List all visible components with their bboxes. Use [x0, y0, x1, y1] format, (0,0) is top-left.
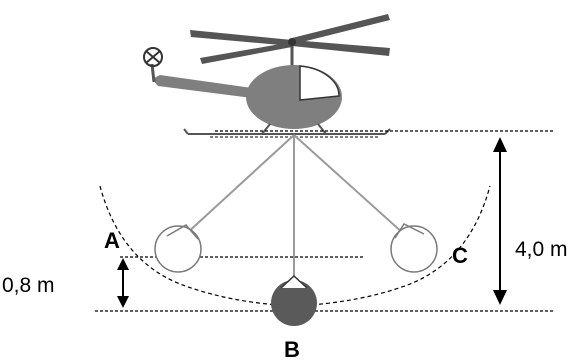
cockpit-window	[299, 65, 340, 101]
label-height-small: 0,8 m	[2, 274, 55, 297]
bob-c	[390, 223, 438, 273]
string-to-a	[185, 134, 295, 235]
tail-rotor-icon	[143, 47, 163, 67]
skid-strut-right	[317, 123, 327, 135]
tail-boom	[152, 75, 252, 98]
helicopter-icon	[143, 14, 391, 135]
label-a: A	[104, 228, 120, 253]
label-b: B	[284, 337, 300, 362]
string-to-c	[293, 134, 405, 235]
rotor-blade-upper-right	[292, 14, 390, 44]
rotor-hub	[288, 38, 296, 46]
label-c: C	[452, 243, 468, 268]
tail-fin	[150, 63, 156, 83]
skid-strut-left	[261, 123, 271, 135]
rotor-blade-upper-left	[190, 30, 292, 46]
rotor-blade-lower-left	[200, 42, 292, 64]
bob-a	[154, 224, 202, 273]
label-height-total: 4,0 m	[515, 238, 568, 261]
bob-b	[271, 274, 317, 326]
height-arrow-total	[493, 137, 507, 305]
skid-rear-tip	[183, 128, 189, 135]
rotor-blade-right	[292, 40, 390, 56]
height-arrow-small	[117, 258, 129, 308]
